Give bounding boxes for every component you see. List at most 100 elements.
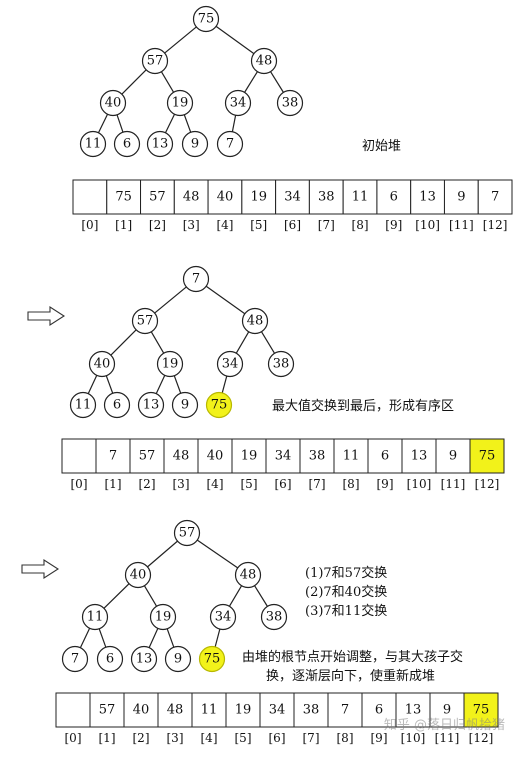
tree-edge	[143, 585, 158, 607]
tree-node: 57	[173, 519, 201, 547]
array-cell	[469, 438, 505, 474]
tree-edge	[148, 628, 159, 648]
tree-edges	[79, 539, 268, 648]
annotation-text: 由堆的根节点开始调整，与其大孩子交	[242, 649, 463, 665]
tree-node: 40	[99, 89, 127, 117]
array-cell	[477, 179, 513, 215]
tree-edge	[166, 628, 175, 648]
node-label: 11	[85, 137, 102, 152]
tree-node: 13	[130, 645, 158, 673]
tree-edge	[205, 285, 246, 315]
annotation-text: (2)7和40交换	[305, 584, 387, 600]
array-cell	[61, 438, 97, 474]
node-circle	[164, 645, 192, 673]
tree-edge	[221, 375, 228, 394]
node-label: 6	[113, 398, 121, 413]
tree-edge	[231, 115, 237, 132]
node-label: 9	[191, 137, 199, 152]
array-cell	[443, 179, 479, 215]
array-cell-value: 34	[269, 703, 286, 718]
array-cell	[342, 179, 378, 215]
node-label: 75	[204, 652, 221, 667]
node-label: 19	[155, 610, 172, 625]
tree-node: 7	[61, 645, 89, 673]
array-cell	[333, 438, 369, 474]
node-label: 11	[87, 610, 104, 625]
node-circle	[267, 350, 295, 378]
array-cell-value: 13	[405, 703, 422, 718]
node-circle	[141, 47, 169, 75]
array-cell-value: 57	[139, 449, 156, 464]
tree-node: 11	[81, 603, 109, 631]
array-row: [0]7[1]57[2]48[3]40[4]19[5]34[6]38[7]11[…	[61, 438, 505, 491]
tree-edge	[235, 331, 250, 354]
array-cell	[241, 179, 277, 215]
array-index-label: [9]	[377, 477, 394, 491]
array-cell	[55, 692, 91, 728]
array-cell	[72, 179, 108, 215]
node-circle	[216, 350, 244, 378]
array-index-label: [4]	[201, 731, 218, 745]
array-cell	[376, 179, 412, 215]
node-label: 48	[247, 314, 264, 329]
node-circle	[149, 603, 177, 631]
node-label: 75	[198, 12, 215, 27]
array-cell-value: 7	[109, 449, 117, 464]
node-circle	[69, 391, 97, 419]
array-cell-value: 48	[183, 190, 200, 205]
tree-node: 9	[164, 645, 192, 673]
array-index-label: [3]	[167, 731, 184, 745]
tree-node: 48	[241, 307, 269, 335]
tree-edge	[196, 539, 239, 569]
tree-edge	[98, 628, 107, 648]
array-index-label: [1]	[115, 218, 132, 232]
array-cell-value: 48	[173, 449, 190, 464]
array-index-label: [12]	[483, 218, 508, 232]
step-arrow-icon	[21, 558, 60, 580]
tree-node: 38	[267, 350, 295, 378]
tree-node: 48	[234, 561, 262, 589]
array-cell-value: 75	[473, 703, 490, 718]
array-index-label: [7]	[303, 731, 320, 745]
tree-node: 38	[260, 603, 288, 631]
tree-edge	[155, 375, 166, 394]
node-circle	[130, 645, 158, 673]
array-cell-value: 9	[443, 703, 451, 718]
node-label: 9	[181, 398, 189, 413]
node-label: 57	[179, 526, 196, 541]
tree-edge	[147, 540, 178, 568]
node-label: 57	[147, 54, 164, 69]
array-index-label: [8]	[352, 218, 369, 232]
array-index-label: [12]	[469, 731, 494, 745]
node-circle	[198, 645, 226, 673]
tree-edge	[215, 25, 255, 55]
array-index-label: [1]	[105, 477, 122, 491]
node-label: 7	[226, 137, 234, 152]
node-label: 57	[137, 314, 154, 329]
array-cell	[225, 692, 261, 728]
node-label: 19	[162, 357, 179, 372]
array-index-label: [4]	[216, 218, 233, 232]
tree-edge	[214, 628, 221, 648]
tree-node: 48	[250, 47, 278, 75]
tree-edge	[154, 286, 187, 314]
array-cell	[123, 692, 159, 728]
node-label: 38	[282, 96, 299, 111]
node-label: 7	[192, 272, 200, 287]
node-label: 40	[94, 357, 111, 372]
tree-node: 19	[149, 603, 177, 631]
array-cell-value: 11	[352, 190, 369, 205]
node-label: 13	[152, 137, 169, 152]
array-cell	[106, 179, 142, 215]
node-label: 11	[75, 398, 92, 413]
node-label: 48	[240, 568, 257, 583]
array-index-label: [5]	[250, 218, 267, 232]
node-label: 38	[266, 610, 283, 625]
array-index-label: [0]	[65, 731, 82, 745]
array-row: [0]57[1]40[2]48[3]11[4]19[5]34[6]38[7]7[…	[55, 692, 499, 745]
node-circle	[99, 89, 127, 117]
array-cell-value: 11	[343, 449, 360, 464]
tree-edges	[87, 285, 276, 394]
